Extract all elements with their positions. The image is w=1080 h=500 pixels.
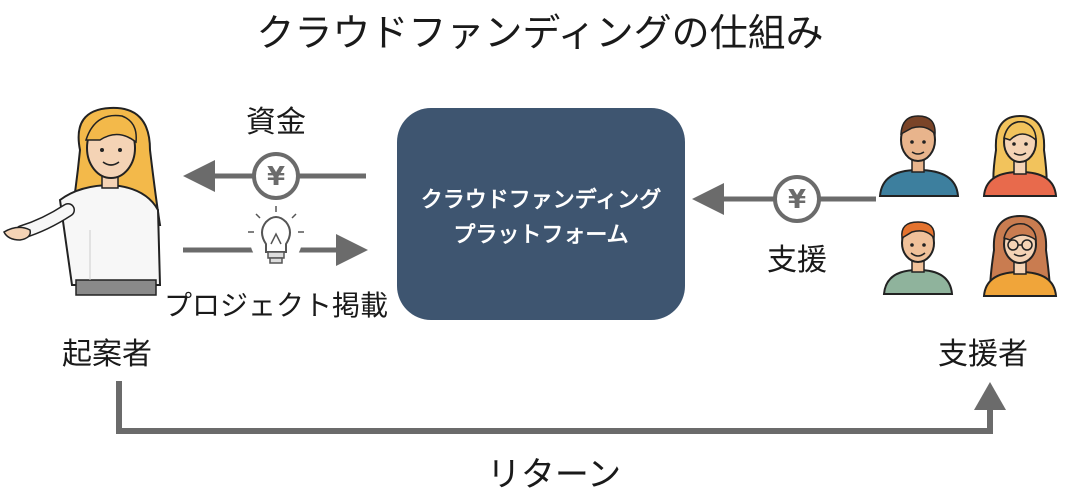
funds-yen-coin-icon: ¥ — [252, 152, 300, 200]
support-yen-symbol: ¥ — [788, 185, 806, 215]
supporter-man-blue-shirt-icon — [878, 115, 960, 197]
supporter-boy-green-shirt-icon — [882, 221, 954, 295]
supporter-woman-glasses-icon — [982, 214, 1058, 297]
funds-label: 資金 — [246, 105, 306, 140]
diagram-title: クラウドファンディングの仕組み — [256, 11, 823, 55]
project-label: プロジェクト掲載 — [164, 289, 388, 322]
return-label: リターン — [487, 455, 621, 495]
idea-lightbulb-icon — [248, 206, 304, 266]
originator-woman-pointing-icon — [3, 106, 162, 296]
platform-box — [397, 108, 685, 320]
supporter-woman-red-shirt-icon — [982, 114, 1058, 197]
support-yen-coin-icon: ¥ — [773, 175, 821, 223]
support-label: 支援 — [767, 243, 827, 278]
return-arrow — [116, 381, 1006, 434]
originator-label: 起案者 — [62, 337, 152, 372]
platform-label-line1: クラウドファンディング — [421, 187, 661, 213]
platform-label-line2: プラットフォーム — [453, 223, 628, 248]
supporters-label: 支援者 — [938, 337, 1028, 372]
funds-yen-symbol: ¥ — [267, 162, 285, 192]
